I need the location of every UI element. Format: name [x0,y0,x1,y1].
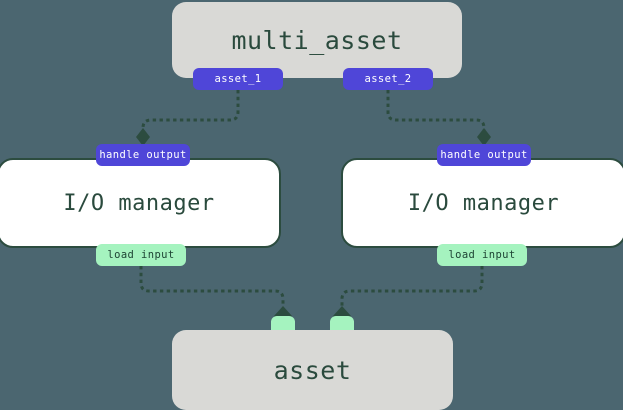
node-io-manager-left-label: I/O manager [63,190,215,216]
node-io-manager-left[interactable]: I/O manager [0,158,281,248]
port-io-left-load-input[interactable]: load input [96,244,186,266]
node-multi-asset[interactable]: multi_asset [172,2,462,78]
edge-io-right-to-asset [340,266,484,306]
port-io-left-handle-output[interactable]: handle output [96,144,190,166]
port-io-right-load-input[interactable]: load input [437,244,527,266]
port-asset-1[interactable]: asset_1 [193,68,283,90]
edge-io-left-to-asset [139,266,285,306]
node-io-manager-right-label: I/O manager [407,190,560,216]
port-io-right-handle-output[interactable]: handle output [437,144,531,166]
port-asset-2[interactable]: asset_2 [343,68,433,90]
edge-asset2-to-io-right [386,90,486,136]
edge-asset1-to-io-left [141,90,240,136]
node-asset-label: asset [273,355,352,385]
node-io-manager-right[interactable]: I/O manager [341,158,623,248]
node-multi-asset-label: multi_asset [231,25,403,55]
node-asset[interactable]: asset [172,330,453,410]
